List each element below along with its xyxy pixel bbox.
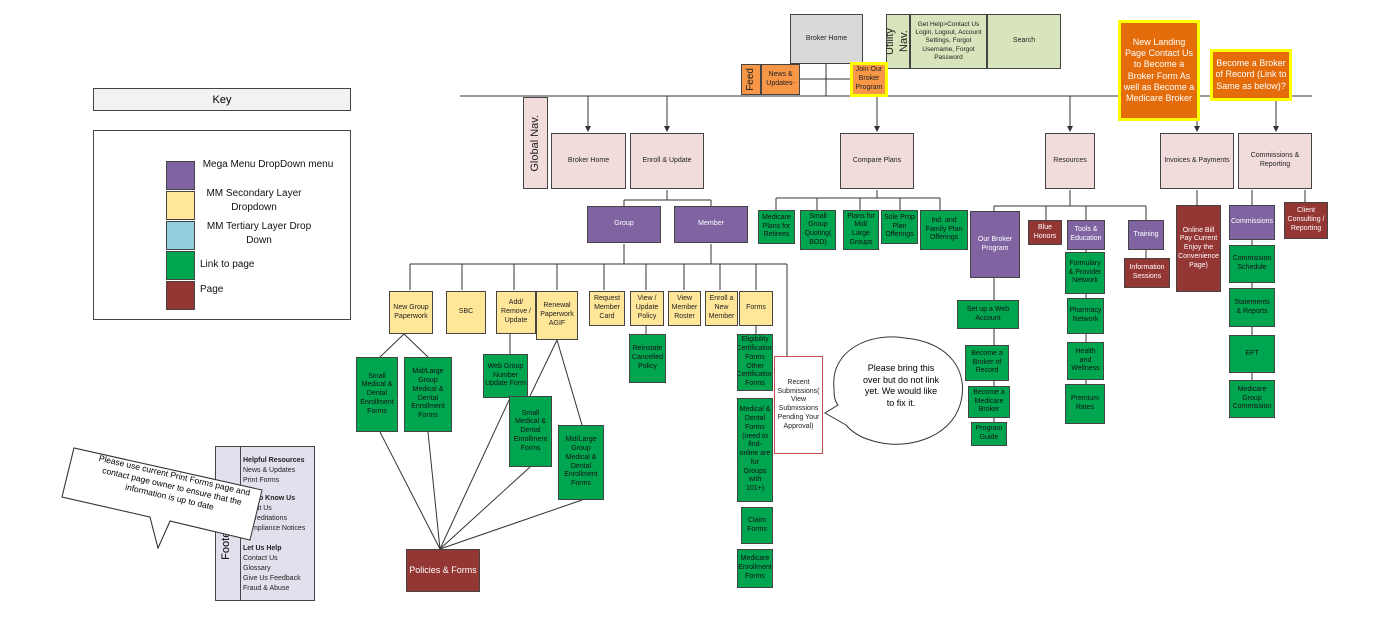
- reinstate-policy: Reinstate Cancelled Policy: [629, 334, 666, 383]
- small-enrollment-forms-1: Small Medical & Dental Enrollment Forms: [356, 357, 398, 432]
- online-bill-pay-page: Online Bill Pay Current Enjoy the Conven…: [1176, 205, 1221, 292]
- utility-nav-box: Utility Nav.: [886, 14, 910, 69]
- setup-web-account: Set up a Web Account: [957, 300, 1019, 329]
- nav-invoices-payments: Invoices & Payments: [1160, 133, 1234, 189]
- nav-compare-plans: Compare Plans: [840, 133, 914, 189]
- legend-swatch-secondary: [166, 191, 195, 220]
- feed-box: Feed: [741, 64, 761, 95]
- legend-swatch-link: [166, 251, 195, 280]
- forms-box: Forms: [739, 291, 773, 326]
- nav-commissions-reporting: Commissions & Reporting: [1238, 133, 1312, 189]
- blue-honors-page: Blue Honors: [1028, 220, 1062, 245]
- nav-broker-home: Broker Home: [551, 133, 626, 189]
- renewal-paperwork: Renewal Paperwork AGIF: [536, 291, 578, 340]
- premium-rates: Premium Rates: [1065, 384, 1105, 424]
- health-wellness: Health and Wellness: [1067, 342, 1104, 380]
- footer-line: Give Us Feedback: [243, 575, 301, 582]
- nav-enroll-update: Enroll & Update: [630, 133, 704, 189]
- footer-line: Contact Us: [243, 555, 278, 562]
- legend-label-page: Page: [200, 284, 224, 295]
- key-title: Key: [93, 88, 351, 111]
- medicare-group-commission: Medicare Group Commission: [1229, 380, 1275, 418]
- speech-bubble-text: Please bring this over but do not link y…: [862, 363, 940, 409]
- footer-line: Helpful Resources: [243, 457, 305, 464]
- new-landing-page-box: New Landing Page Contact Us to Become a …: [1118, 20, 1200, 121]
- search-box: Search: [987, 14, 1061, 69]
- footer-line: Print Forms: [243, 477, 280, 484]
- legend-swatch-mega-menu: [166, 161, 195, 190]
- program-guide: Program Guide: [971, 422, 1007, 446]
- web-group-update-form: Web Group Number Update Form: [483, 354, 528, 398]
- become-broker-record: Become a Broker of Record: [965, 345, 1009, 381]
- pharmacy-network: Pharmacy Network: [1067, 298, 1104, 334]
- footer-line: Get to Know Us: [243, 495, 296, 502]
- broker-of-record-box: Become a Broker of Record (Link to Same …: [1210, 49, 1292, 101]
- recent-submissions-box: Recent Submissions( View Submissions Pen…: [774, 356, 823, 454]
- news-updates-box: News & Updates-: [761, 64, 800, 95]
- footer-line: Fraud & Abuse: [243, 585, 290, 592]
- eft-box: EFT: [1229, 335, 1275, 373]
- global-nav-box: Global Nav.: [523, 97, 548, 189]
- footer-line: Compliance Notices: [243, 525, 306, 532]
- view-update-policy: View / Update Policy: [630, 291, 664, 326]
- get-help-box: Get Help>Contact Us Login, Logout, Accou…: [910, 14, 987, 69]
- legend-swatch-page: [166, 281, 195, 310]
- legend-label-link: Link to page: [200, 259, 255, 270]
- legend-label-tertiary: MM Tertiary Layer Drop Down: [206, 221, 312, 246]
- footer-line: Glossary: [243, 565, 271, 572]
- statements-reports: Statements & Reports: [1229, 288, 1275, 327]
- legend-label-mega-menu: Mega Menu DropDown menu: [202, 159, 334, 170]
- view-member-roster: View Member Roster: [668, 291, 701, 326]
- medicare-enrollment-forms: Medicare Enrollment Forms: [737, 549, 773, 588]
- legend-label-secondary: MM Secondary Layer Dropdown: [206, 188, 302, 213]
- midlarge-enrollment-forms-2: Mid/Large Group Medical & Dental Enrollm…: [558, 425, 604, 500]
- ind-family-offerings: Ind. and Family Plan Offerings: [920, 210, 968, 250]
- key-legend: Mega Menu DropDown menu MM Secondary Lay…: [93, 130, 351, 320]
- add-remove-update: Add/ Remove / Update: [496, 291, 536, 334]
- footer-line: News & Updates: [243, 467, 296, 474]
- midlarge-enrollment-forms-1: Mid/Large Group Medical & Dental Enrollm…: [404, 357, 452, 432]
- our-broker-program-menu: Our Broker Program: [970, 211, 1020, 278]
- commissions-menu: Commissions: [1229, 205, 1275, 240]
- client-consulting-page: Client Consulting / Reporting: [1284, 202, 1328, 239]
- commission-schedule: Commission Schedule: [1229, 245, 1275, 283]
- eligibility-forms: Eligibility Certification Forms Other Ce…: [737, 334, 773, 391]
- claim-forms: Claim Forms: [741, 507, 773, 544]
- small-enrollment-forms-2: Small Medical & Dental Enrollment Forms: [509, 396, 552, 467]
- speech-bubble-shape: [824, 336, 964, 445]
- broker-home-box: Broker Home: [790, 14, 863, 64]
- new-group-paperwork: New Group Paperwork: [389, 291, 433, 334]
- formulary-provider-network: Formulary & Provider Network: [1065, 252, 1105, 294]
- tools-education-menu: Tools & Education: [1067, 220, 1105, 250]
- group-menu: Group: [587, 206, 661, 243]
- enroll-new-member: Enroll a New Member: [705, 291, 738, 326]
- member-menu: Member: [674, 206, 748, 243]
- plans-mid-large: Plans for Mid/ Large Groups: [843, 210, 879, 250]
- legend-swatch-tertiary: [166, 221, 195, 250]
- medicare-retirees: Medicare Plans for Retirees: [758, 210, 795, 244]
- medical-dental-forms: Medical & Dental Forms (need to find- on…: [737, 398, 773, 502]
- policies-forms-page: Policies & Forms: [406, 549, 480, 592]
- footer-line: Accreditations: [243, 515, 287, 522]
- footer-line: Let Us Help: [243, 545, 282, 552]
- sbc-box: SBC: [446, 291, 486, 334]
- become-medicare-broker: Become a Medicare Broker: [968, 386, 1010, 418]
- nav-resources: Resources: [1045, 133, 1095, 189]
- information-sessions-page: Information Sessions: [1124, 258, 1170, 288]
- training-menu: Training: [1128, 220, 1164, 250]
- request-member-card: Request Member Card: [589, 291, 625, 326]
- small-group-quoting: Small Group Quoting( BOD): [800, 210, 836, 250]
- sole-prop-offerings: Sole Prop Plan Offerings: [881, 210, 918, 244]
- join-program-box: Join Our Broker Program: [850, 62, 888, 97]
